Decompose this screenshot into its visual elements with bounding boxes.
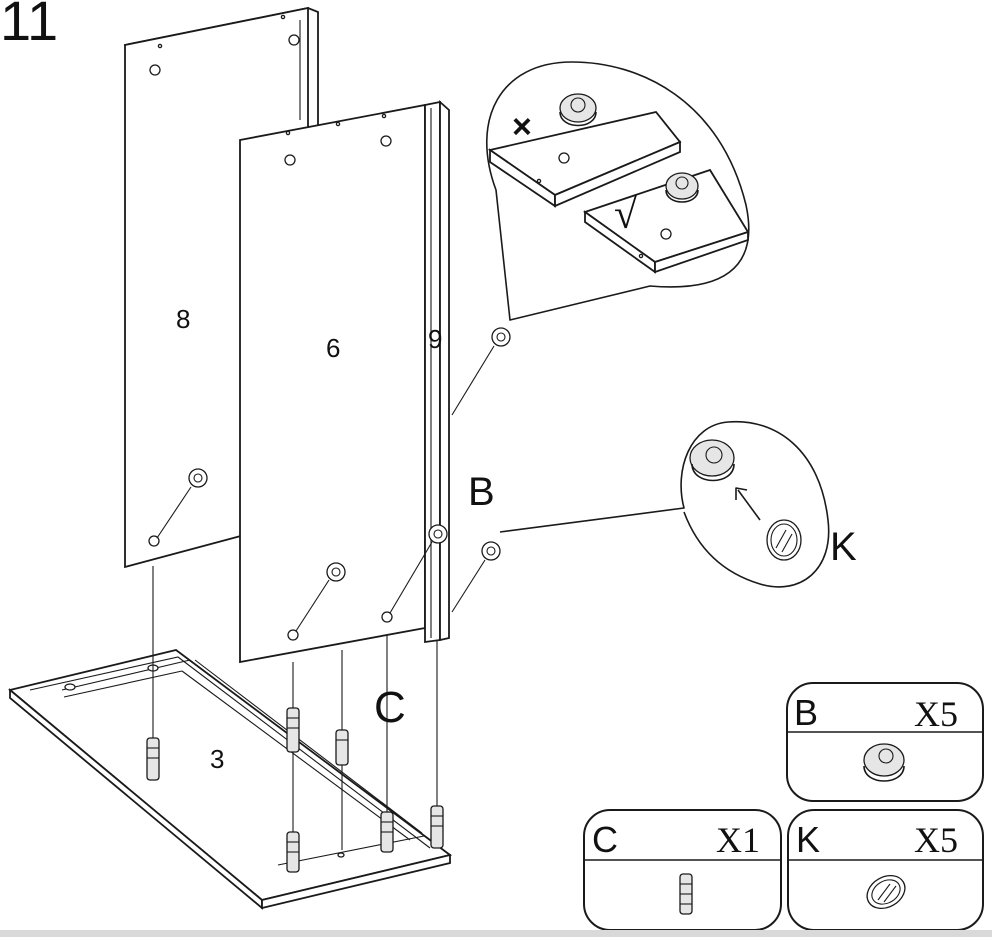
label-edge-9: 9: [428, 324, 442, 354]
cam-lock-icon: [451, 327, 511, 416]
cam-lock-icon: [451, 541, 501, 613]
label-cap-k: K: [830, 525, 857, 569]
wooden-dowel-icon: [380, 811, 394, 853]
label-base-3: 3: [210, 744, 224, 774]
part-letter: B: [794, 692, 818, 733]
part-quantity: X5: [914, 820, 958, 860]
cam-lock-icon: [389, 524, 448, 614]
wooden-dowel-icon: [286, 707, 300, 753]
cover-cap-icon: [766, 519, 802, 561]
cam-lock-icon: [295, 562, 346, 632]
wooden-dowel-icon: [286, 831, 300, 873]
parts-list-b: B X5: [786, 682, 984, 802]
dowel-guides: [152, 566, 438, 850]
cap-detail-callout: K: [499, 420, 857, 588]
bottom-strip: [0, 930, 992, 937]
part-quantity: X5: [914, 694, 958, 734]
parts-list-c: C X1: [583, 809, 782, 931]
label-dowel-c: C: [374, 683, 406, 732]
part-quantity: X1: [716, 820, 760, 860]
part-letter: C: [592, 819, 618, 860]
part-letter: K: [796, 819, 820, 860]
label-panel-6: 6: [326, 333, 340, 363]
cam-lock-icon: [665, 172, 699, 203]
label-panel-8: 8: [176, 304, 190, 334]
wooden-dowel-icon: [146, 737, 160, 781]
wrong-mark-icon: ×: [512, 108, 532, 146]
orientation-detail-callout: × √: [486, 61, 750, 321]
right-mark-icon: √: [614, 192, 638, 238]
wooden-dowel-icon: [679, 873, 693, 915]
label-cam-lock-b: B: [468, 470, 495, 514]
base-panel-3: 3: [8, 649, 453, 910]
cover-cap-icon: [866, 874, 906, 910]
cam-lock-icon: [689, 439, 735, 482]
edge-strip-9: 9: [424, 99, 450, 644]
step-number: 11: [0, 0, 58, 52]
wooden-dowel-icon: [430, 805, 444, 849]
wooden-dowel-icon: [335, 729, 349, 766]
cam-lock-icon: [156, 468, 208, 539]
cam-lock-icon: [559, 93, 597, 127]
cam-lock-icon: [863, 743, 905, 782]
parts-list-k: K X5: [787, 809, 984, 931]
